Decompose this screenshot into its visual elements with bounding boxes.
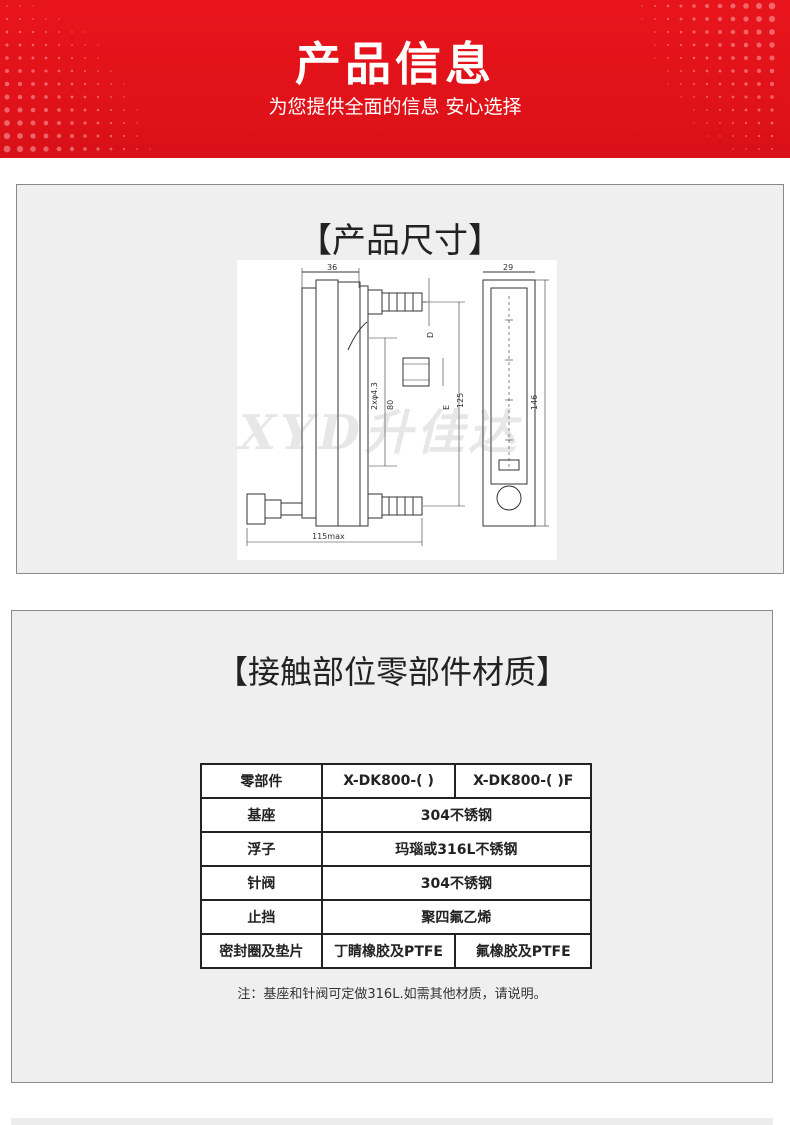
material-panel: 【接触部位零部件材质】 零部件 X-DK800-( ) X-DK800-( )F… (11, 610, 773, 1083)
dot-pattern-left (3, 5, 151, 153)
row-part: 密封圈及垫片 (200, 933, 323, 969)
material-note: 注：基座和针阀可定做316L.如需其他材质，请说明。 (237, 987, 547, 1002)
dim-d: D (426, 332, 435, 338)
watermark: XYD升佳达 (239, 405, 521, 461)
header-banner: 产品信息 为您提供全面的信息 安心选择 (0, 0, 790, 158)
row-value: 玛瑙或316L不锈钢 (320, 831, 593, 867)
row-part: 止挡 (200, 899, 323, 935)
table-row: 止挡 聚四氟乙烯 (200, 899, 593, 935)
row-part: 针阀 (200, 865, 323, 901)
dim-80: 80 (386, 400, 395, 410)
product-size-title: 【产品尺寸】 (298, 221, 502, 261)
table-row: 密封圈及垫片 丁睛橡胶及PTFE 氟橡胶及PTFE (200, 933, 592, 969)
dim-146: 146 (530, 395, 539, 410)
row-part: 浮子 (200, 831, 323, 867)
dim-115max: 115max (312, 532, 345, 541)
table-row: 浮子 玛瑙或316L不锈钢 (200, 831, 593, 867)
table-header-row: 零部件 X-DK800-( ) X-DK800-( )F (200, 763, 592, 799)
dim-125: 125 (456, 393, 465, 408)
row-part: 基座 (200, 797, 323, 833)
dim-hole: 2xφ4.3 (370, 382, 379, 410)
banner-subtitle: 为您提供全面的信息 安心选择 (268, 96, 522, 118)
table-row: 针阀 304不锈钢 (200, 865, 593, 901)
banner-title: 产品信息 (295, 37, 495, 91)
header-model-b: X-DK800-( )F (454, 763, 592, 799)
row-value: 聚四氟乙烯 (320, 899, 593, 935)
dim-e: E (442, 405, 451, 410)
header-part: 零部件 (200, 763, 323, 799)
row-value-a: 丁睛橡胶及PTFE (320, 933, 457, 969)
dimension-drawing: 36 2xφ4.3 80 D (237, 260, 557, 560)
table-row: 基座 304不锈钢 (200, 797, 593, 833)
row-value: 304不锈钢 (320, 865, 593, 901)
material-title: 【接触部位零部件材质】 (215, 653, 568, 691)
material-table: 零部件 X-DK800-( ) X-DK800-( )F 基座 304不锈钢 浮… (200, 763, 593, 969)
dim-29: 29 (503, 263, 513, 272)
footer-bar (11, 1118, 773, 1125)
row-value-b: 氟橡胶及PTFE (454, 933, 592, 969)
product-size-panel: 【产品尺寸】 36 2xφ4.3 80 (16, 184, 784, 574)
row-value: 304不锈钢 (320, 797, 593, 833)
dim-36: 36 (327, 263, 337, 272)
dot-pattern-right (641, 2, 776, 150)
dimension-drawing-svg: 36 2xφ4.3 80 D (246, 263, 549, 546)
header-model-a: X-DK800-( ) (320, 763, 457, 799)
